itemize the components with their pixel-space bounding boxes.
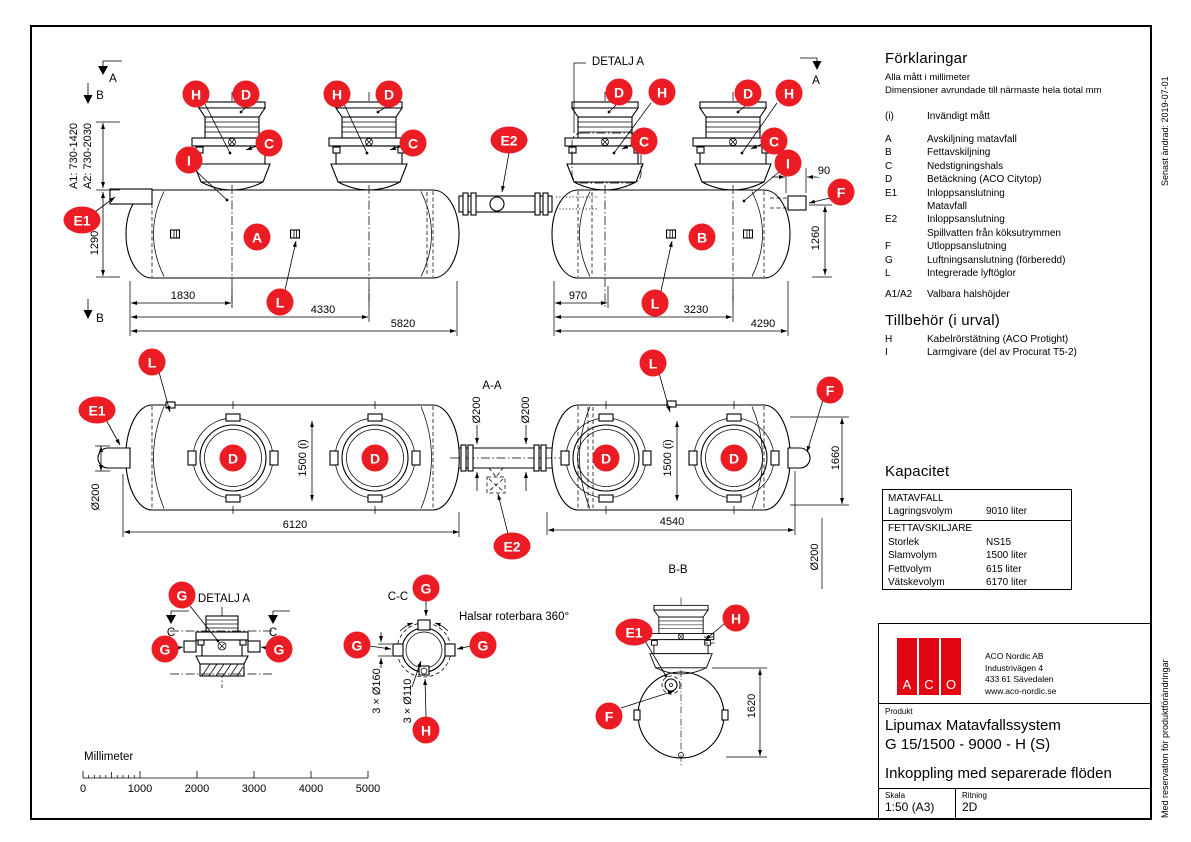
sheet-border xyxy=(30,25,1152,820)
title-block: A C O ACO Nordic AB Industrivägen 4 433 … xyxy=(878,623,1152,820)
side-elevation-view xyxy=(83,57,832,336)
legend-notes: Alla mått i millimeter Dimensioner avrun… xyxy=(885,71,1102,97)
scale-cell: Skala 1:50 (A3) xyxy=(879,789,956,819)
company-city: 433 61 Sävedalen xyxy=(985,674,1054,684)
drawing-type-cell: Ritning 2D xyxy=(956,789,1151,819)
accessories-title: Tillbehör (i urval) xyxy=(885,312,1000,329)
scale-value: 1:50 (A3) xyxy=(885,800,935,814)
last-modified-note: Senast ändrad: 2019-07-01 xyxy=(1160,76,1170,186)
drawing-type-label: Ritning xyxy=(962,791,987,800)
scale-bar xyxy=(82,771,369,779)
company-street: Industrivägen 4 xyxy=(985,662,1044,673)
title-block-logo-row: A C O ACO Nordic AB Industrivägen 4 433 … xyxy=(879,624,1151,704)
section-bb-view xyxy=(620,597,767,767)
product-subtitle: Inkoppling med separerade flöden xyxy=(885,765,1112,782)
legend-note-1: Alla mått i millimeter xyxy=(885,72,970,83)
title-block-product: Produkt Lipumax Matavfallssystem G 15/15… xyxy=(879,704,1151,789)
company-name: ACO Nordic AB xyxy=(985,651,1044,661)
company-web: www.aco-nordic.se xyxy=(985,685,1057,696)
product-label: Produkt xyxy=(885,707,913,716)
drawing-type-value: 2D xyxy=(962,800,978,814)
plan-view xyxy=(95,371,849,589)
legend-title: Förklaringar xyxy=(885,50,968,67)
aco-logo-letter-c: C xyxy=(919,638,939,695)
reservation-note: Med reservation för produktförändringar xyxy=(1160,659,1170,818)
product-model: G 15/1500 - 9000 - H (S) xyxy=(885,736,1051,753)
aco-logo-letter-o: O xyxy=(941,638,961,695)
aco-logo-letter-a: A xyxy=(897,638,917,695)
scale-label: Skala xyxy=(885,791,906,800)
legend-inner-dim: (i)Invändigt mått xyxy=(885,110,990,123)
product-name: Lipumax Matavfallssystem xyxy=(885,717,1061,734)
legend-note-2: Dimensioner avrundade till närmaste hela… xyxy=(885,85,1102,96)
title-block-footer: Skala 1:50 (A3) Ritning 2D xyxy=(879,789,1151,819)
section-cc-view xyxy=(368,600,472,718)
detail-a-view xyxy=(166,605,290,688)
capacity-title: Kapacitet xyxy=(885,463,950,480)
legend-item-i: (i)Invändigt mått xyxy=(885,111,990,122)
company-address: ACO Nordic AB Industrivägen 4 433 61 Säv… xyxy=(985,651,1056,697)
